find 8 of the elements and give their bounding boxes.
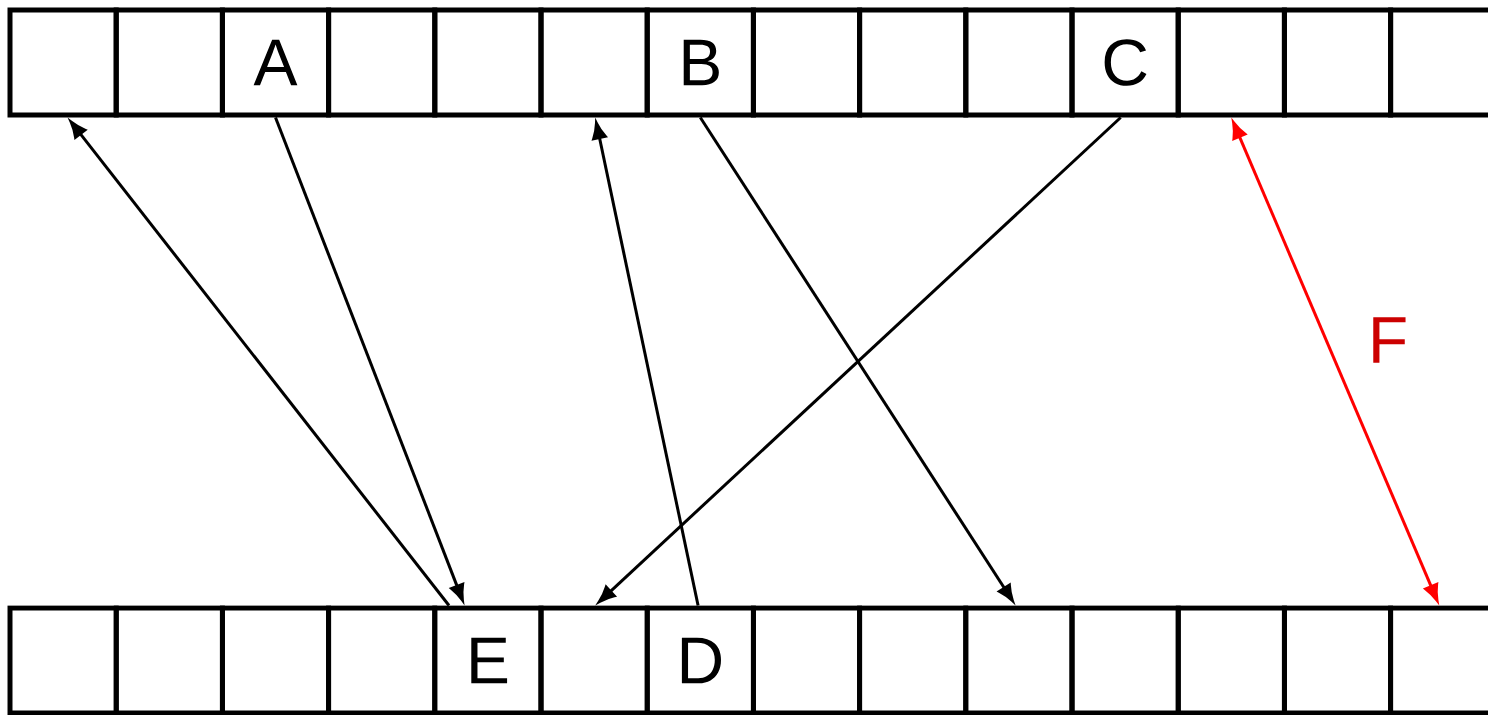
tape-cell: A: [219, 7, 332, 118]
tape-cell: [1388, 605, 1488, 715]
tape-cell: D: [644, 605, 756, 715]
arrow: [69, 120, 451, 607]
tape-cell: [1388, 7, 1488, 118]
tape-cell: C: [1069, 7, 1181, 118]
tape-cell: B: [644, 7, 756, 118]
tape-cell: E: [432, 605, 544, 715]
